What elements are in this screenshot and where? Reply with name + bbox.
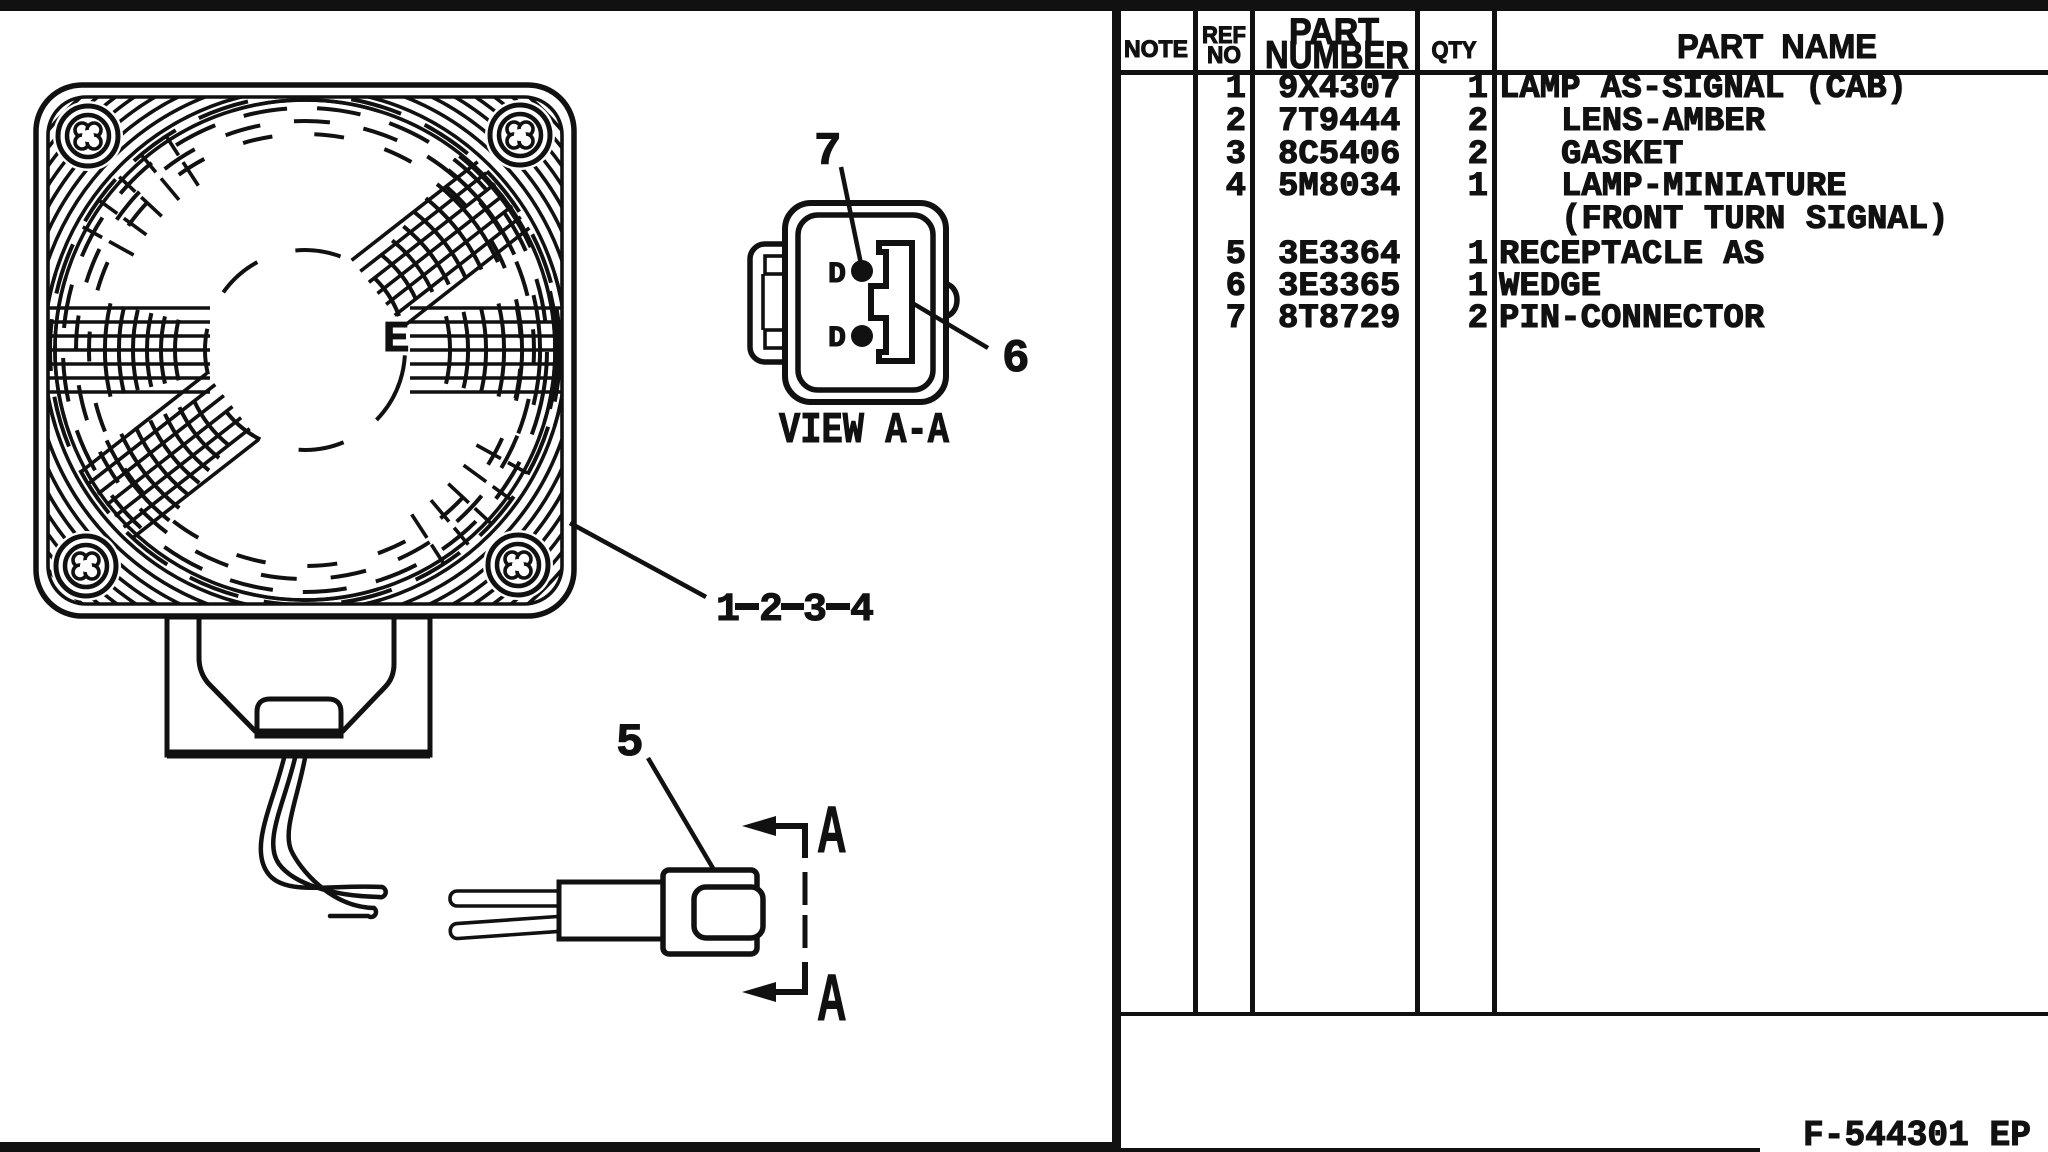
svg-text:7: 7 (814, 126, 842, 178)
svg-text:1: 1 (1226, 70, 1246, 108)
svg-text:8C5406: 8C5406 (1278, 136, 1400, 174)
svg-text:5M8034: 5M8034 (1278, 168, 1400, 206)
svg-text:NUMBER: NUMBER (1265, 34, 1409, 77)
svg-text:3E3364: 3E3364 (1278, 236, 1400, 274)
svg-text:2: 2 (759, 588, 783, 633)
svg-text:A: A (817, 960, 847, 1035)
svg-text:7: 7 (1226, 300, 1246, 338)
svg-text:F-544301 EP: F-544301 EP (1803, 1115, 2031, 1152)
svg-text:1: 1 (1468, 236, 1488, 274)
svg-text:VIEW A-A: VIEW A-A (779, 406, 949, 456)
svg-text:1: 1 (1468, 168, 1488, 206)
svg-text:NOTE: NOTE (1124, 36, 1188, 63)
svg-text:GASKET: GASKET (1561, 136, 1683, 174)
svg-text:(FRONT TURN SIGNAL): (FRONT TURN SIGNAL) (1561, 201, 1949, 239)
svg-text:PART NAME: PART NAME (1677, 28, 1877, 66)
svg-text:E: E (383, 315, 409, 365)
svg-text:2: 2 (1226, 103, 1246, 141)
svg-text:5: 5 (1226, 236, 1246, 274)
svg-text:3: 3 (803, 588, 827, 633)
svg-text:1: 1 (1468, 70, 1488, 108)
svg-text:3E3365: 3E3365 (1278, 268, 1400, 306)
svg-text:9X4307: 9X4307 (1278, 70, 1400, 108)
svg-text:QTY: QTY (1432, 37, 1477, 64)
svg-text:6: 6 (1002, 333, 1030, 385)
svg-text:2: 2 (1468, 136, 1488, 174)
svg-text:2: 2 (1468, 300, 1488, 338)
svg-text:3: 3 (1226, 136, 1246, 174)
svg-text:1: 1 (716, 588, 740, 633)
svg-text:RECEPTACLE AS: RECEPTACLE AS (1499, 236, 1764, 274)
svg-text:1: 1 (1468, 268, 1488, 306)
svg-text:4: 4 (1226, 168, 1246, 206)
svg-text:2: 2 (1468, 103, 1488, 141)
svg-text:LAMP AS-SIGNAL (CAB): LAMP AS-SIGNAL (CAB) (1499, 70, 1907, 108)
svg-text:NO: NO (1207, 42, 1241, 69)
svg-text:6: 6 (1226, 268, 1246, 306)
svg-text:7T9444: 7T9444 (1278, 103, 1400, 141)
svg-text:4: 4 (850, 588, 874, 633)
svg-text:8T8729: 8T8729 (1278, 300, 1400, 338)
svg-text:LENS-AMBER: LENS-AMBER (1561, 103, 1766, 141)
svg-text:LAMP-MINIATURE: LAMP-MINIATURE (1561, 168, 1847, 206)
svg-text:WEDGE: WEDGE (1499, 268, 1601, 306)
svg-text:A: A (817, 792, 847, 867)
svg-text:5: 5 (616, 717, 644, 769)
svg-text:PIN-CONNECTOR: PIN-CONNECTOR (1499, 300, 1765, 338)
svg-text:PART: PART (1289, 11, 1379, 52)
svg-text:REF: REF (1202, 22, 1246, 49)
svg-text:D: D (828, 258, 846, 292)
svg-text:D: D (828, 322, 846, 356)
